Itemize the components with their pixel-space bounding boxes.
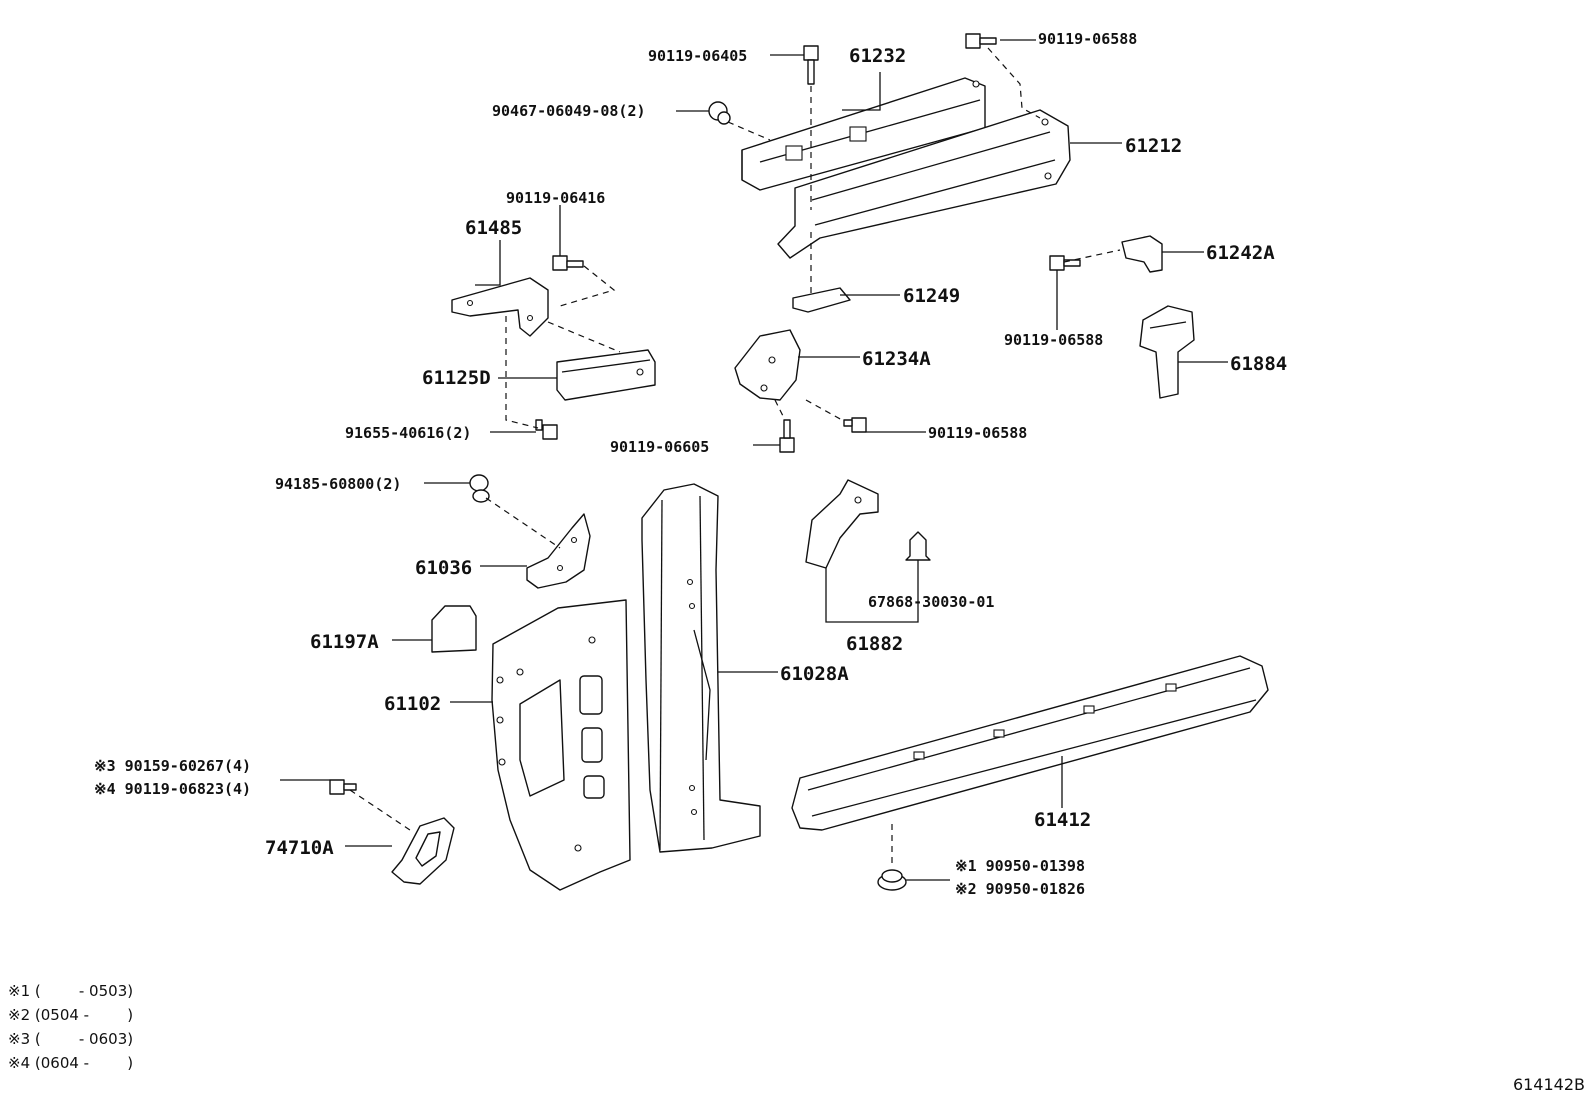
- label-61036: 61036: [415, 557, 472, 579]
- label-61249: 61249: [903, 285, 960, 307]
- part-61036: [526, 513, 591, 589]
- part-61485-bracket: [451, 277, 549, 337]
- label-90950-01398: ※1 90950-01398: [955, 857, 1085, 875]
- note-3: ※3 ( - 0603): [8, 1030, 133, 1048]
- label-90119-06588-right: 90119-06588: [1004, 331, 1103, 349]
- bolt-90119-06605: [779, 419, 795, 453]
- label-67868: 67868-30030-01: [868, 593, 994, 611]
- bolt-90119-06588-right: [1049, 255, 1081, 271]
- label-90119-06823: ※4 90119-06823(4): [94, 780, 251, 798]
- diagram-code: 614142B: [1513, 1075, 1585, 1094]
- label-90119-06588-top: 90119-06588: [1038, 30, 1137, 48]
- label-94185: 94185-60800(2): [275, 475, 401, 493]
- label-61197A: 61197A: [310, 631, 379, 653]
- bolt-90119-06588-mid: [843, 417, 867, 433]
- part-61212-rail: [777, 109, 1071, 259]
- label-61882: 61882: [846, 633, 903, 655]
- bolt-91655: [535, 419, 558, 440]
- label-90119-06605: 90119-06605: [610, 438, 709, 456]
- label-61412: 61412: [1034, 809, 1091, 831]
- nut-94185: [469, 474, 490, 503]
- label-90119-06588-mid: 90119-06588: [928, 424, 1027, 442]
- assembly-lines: [349, 47, 1121, 868]
- label-90119-06405: 90119-06405: [648, 47, 747, 65]
- note-4: ※4 (0604 - ): [8, 1054, 133, 1072]
- bolt-90119-06405: [803, 45, 819, 85]
- part-61125D-bracket: [556, 349, 656, 401]
- part-61197A: [431, 605, 477, 653]
- label-61242A: 61242A: [1206, 242, 1275, 264]
- note-1: ※1 ( - 0503): [8, 982, 133, 1000]
- bolt-90159-90119: [329, 779, 357, 795]
- label-90950-01826: ※2 90950-01826: [955, 880, 1085, 898]
- label-74710A: 74710A: [265, 837, 334, 859]
- part-61232-rail: [741, 77, 986, 191]
- part-61242A: [1121, 235, 1163, 273]
- part-74710A: [391, 817, 455, 885]
- label-90467: 90467-06049-08(2): [492, 102, 646, 120]
- part-61882: [805, 479, 879, 569]
- label-61884: 61884: [1230, 353, 1287, 375]
- label-61232: 61232: [849, 45, 906, 67]
- grommet-90950: [877, 869, 907, 891]
- label-61234A: 61234A: [862, 348, 931, 370]
- label-61028A: 61028A: [780, 663, 849, 685]
- leader-lines: [280, 39, 1228, 881]
- label-90119-06416: 90119-06416: [506, 189, 605, 207]
- label-90159: ※3 90159-60267(4): [94, 757, 251, 775]
- clip-67868: [905, 531, 931, 561]
- bolt-90119-06588-top: [965, 33, 997, 49]
- part-61102-panel: [491, 599, 631, 891]
- part-61249-bracket: [792, 287, 851, 313]
- note-2: ※2 (0504 - ): [8, 1006, 133, 1024]
- label-91655: 91655-40616(2): [345, 424, 471, 442]
- label-61485: 61485: [465, 217, 522, 239]
- part-61412-rocker: [791, 655, 1269, 831]
- label-61102: 61102: [384, 693, 441, 715]
- label-61125D: 61125D: [422, 367, 491, 389]
- part-61884: [1139, 305, 1195, 399]
- label-61212: 61212: [1125, 135, 1182, 157]
- part-61234A-bracket: [734, 329, 801, 401]
- bolt-90119-06416: [552, 255, 584, 271]
- nut-90467: [708, 101, 731, 125]
- part-61028A-pillar: [641, 483, 761, 853]
